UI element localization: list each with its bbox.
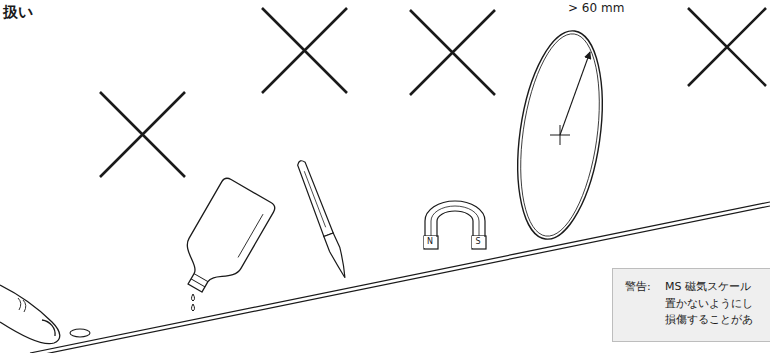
horseshoe-magnet: [424, 201, 486, 249]
bottle-neck-ring: [191, 274, 208, 287]
liquid-drops: [192, 294, 195, 311]
ring-inner: [509, 29, 611, 241]
finger-nail: [42, 320, 55, 336]
scalpel-groove: [304, 171, 325, 227]
magnet-stripe: [431, 206, 479, 236]
scalpel: [296, 159, 351, 280]
section-heading: 扱い: [3, 3, 33, 22]
magnet-outer: [425, 201, 485, 236]
warning-text: MS 磁気スケール 置かないようにし 損傷することがあ: [665, 279, 768, 329]
prohibition-x: [688, 8, 766, 86]
dimension-label: > 60 mm: [566, 1, 626, 15]
warning-box: 警告: MS 磁気スケール 置かないようにし 損傷することがあ: [612, 268, 770, 342]
finger-wrinkle: [18, 298, 26, 312]
pole-label: S: [472, 236, 484, 248]
magnet-pole: [472, 236, 486, 249]
tape-edge: [30, 202, 770, 353]
bottle: [169, 176, 277, 303]
magnet-pole: [424, 236, 438, 249]
tape-edge: [30, 206, 770, 353]
scalpel-blade: [324, 233, 351, 280]
prohibition-x: [262, 8, 347, 93]
pole-label: N: [424, 236, 436, 248]
warning-heading: 警告:: [625, 279, 651, 296]
scalpel-handle: [296, 159, 334, 236]
liquid-puddle: [70, 329, 90, 337]
magnet-inner: [437, 211, 473, 236]
magnetic-scale-tape: [30, 202, 770, 353]
ring-outer: [506, 25, 614, 244]
tape-fill: [30, 202, 770, 353]
prohibition-x: [410, 10, 495, 95]
prohibition-x: [100, 92, 185, 177]
finger: [0, 285, 60, 344]
radius-arrow: [560, 52, 590, 135]
bottle-outline: [169, 176, 277, 303]
bottle-highlight: [238, 214, 263, 257]
coiled-ring: [506, 25, 614, 244]
prohibition-marks: [100, 8, 766, 177]
finger-outline: [0, 285, 60, 344]
